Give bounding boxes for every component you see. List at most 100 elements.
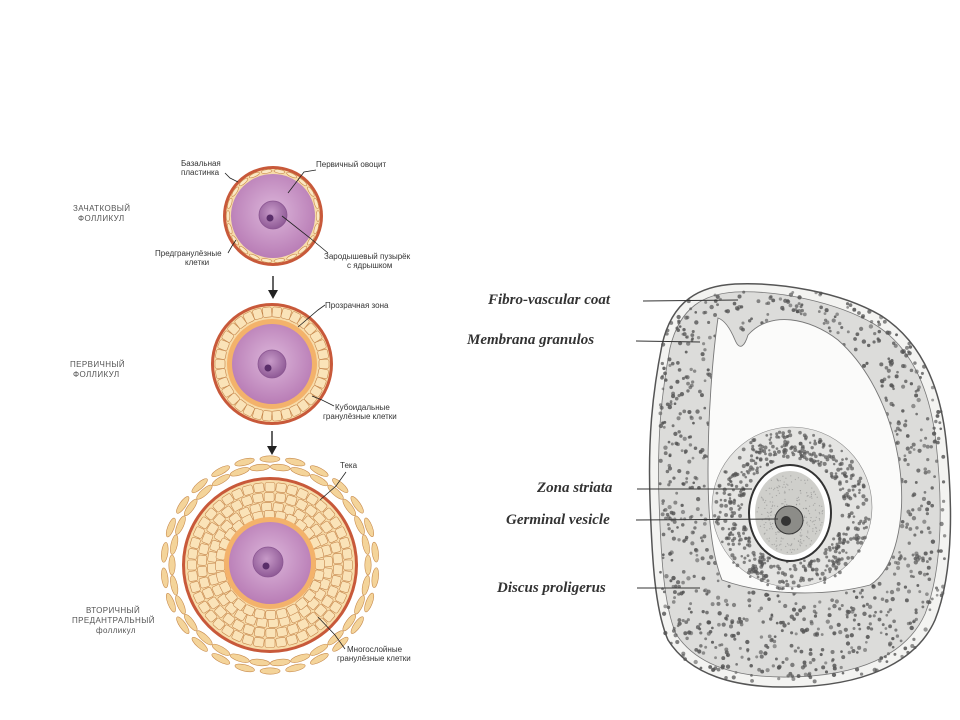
stipple-dot [877,322,882,327]
ovum-dot [811,497,813,499]
stipple-dot [737,294,742,299]
corona-dot [845,479,849,484]
stipple-dot [790,631,794,635]
stipple-dot [705,610,709,615]
stipple-dot [888,360,892,364]
ovum-dot [779,480,781,482]
granulosa-cell [219,581,232,594]
stipple-dot [921,600,925,604]
stipple-dot [862,604,866,608]
stipple-dot [757,609,761,613]
corona-dot [749,465,753,470]
granulosa-cell [212,499,226,513]
stipple-dot [677,618,682,622]
stipple-dot [766,313,770,316]
stipple-dot [760,669,765,674]
stipple-dot [926,500,931,506]
stipple-dot [911,508,915,512]
leader-zona-pellucida [297,304,326,328]
stipple-dot [923,470,928,475]
corona-dot [854,495,857,498]
stipple-dot [877,320,880,324]
corona-dot [840,513,845,518]
stipple-dot [884,398,889,402]
corona-dot [798,441,803,446]
stipple-dot [791,677,796,682]
granulosa-cell [187,548,198,560]
ovum-dot [766,504,768,506]
corona-dot [835,547,839,551]
stipple-dot [922,443,927,448]
ovum-dot [785,477,787,479]
stipple-dot [887,375,891,379]
ovum-dot [796,548,799,550]
corona-dot [720,540,724,544]
stipple-dot [855,332,860,337]
corona-dot [833,549,838,554]
corona-dot [802,455,807,460]
stipple-dot [658,411,663,416]
stipple-dot [941,499,946,503]
granulosa-cell [222,613,236,626]
cuboidal-cell [234,316,247,329]
stipple-dot [686,618,690,622]
granulosa-cell [197,565,208,577]
stipple-dot [903,557,907,561]
corona-dot [825,470,828,474]
ovum-dot [757,507,760,509]
granulosa-cell [214,605,227,618]
stipple-dot [930,385,935,390]
stipple-dot [879,362,884,367]
stipple-dot [772,644,777,649]
ovum-dot [768,517,770,519]
stipple-dot [899,523,905,529]
corona-dot [855,527,860,532]
theca-cell [259,667,281,675]
theca-cell [342,498,357,517]
corona-dot [838,570,842,575]
stipple-dot [845,615,849,619]
stipple-dot [667,404,673,410]
corona-dot [765,463,769,467]
theca-cell [196,484,213,500]
corona-dot [749,454,754,458]
stipple-dot [917,507,922,512]
ovum-dot [809,543,811,545]
stipple-dot [697,649,702,654]
stipple-dot [665,402,670,407]
granulosa-cell [204,507,218,521]
stage3-name: ВТОРИЧНЫЙ ПРЕДАНТРАЛЬНЫЙ фолликул [72,606,158,635]
ovum-dot [771,496,773,498]
cuboidal-cell [271,306,282,318]
stipple-dot [799,649,804,654]
stipple-dot [809,619,814,624]
stipple-dot [926,565,931,570]
stipple-dot [677,393,681,398]
corona-dot [840,557,844,561]
ovum-dot [773,505,776,507]
stipple-dot [843,627,848,632]
stipple-dot [880,597,885,601]
ovum-dot [783,492,785,494]
stipple-dot [681,523,685,527]
stipple-dot [664,378,668,382]
stipple-dot [818,600,822,604]
stipple-dot [939,593,944,598]
ovum-dot [806,536,809,538]
granulosa-cell [343,559,353,571]
theca-cell [371,567,379,588]
stipple-dot [909,625,914,631]
corona-dot [732,501,736,505]
stipple-dot [891,645,895,649]
stipple-dot [934,419,938,424]
theca-cell [354,515,365,535]
stipple-dot [865,640,868,644]
germinal-vesicle [252,546,284,578]
corona-dot [751,444,755,448]
theca-cell [175,515,186,535]
stipple-dot [692,369,697,373]
stipple-dot [688,443,693,447]
cuboidal-cell [317,368,329,379]
corona-dot [849,477,853,480]
stipple-dot [681,590,685,594]
